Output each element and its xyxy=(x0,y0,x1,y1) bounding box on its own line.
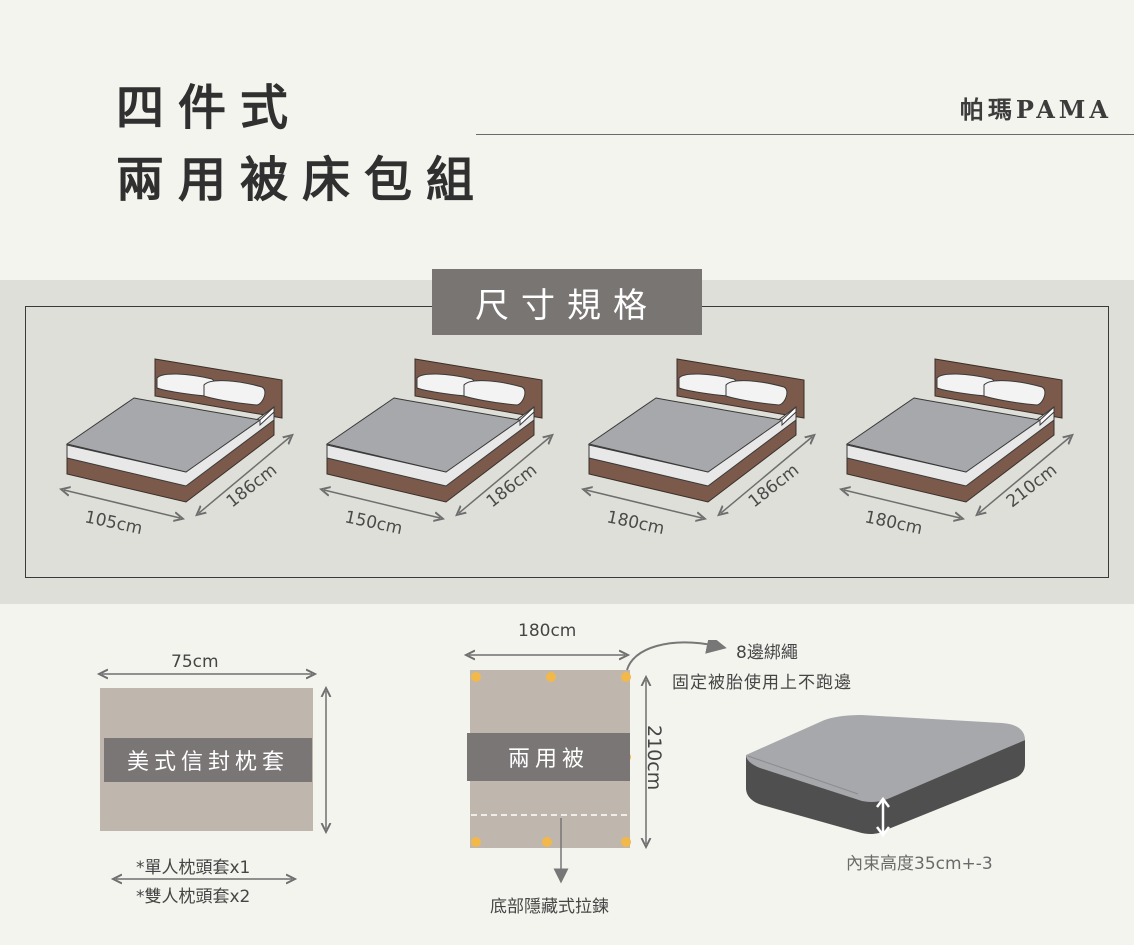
height-arrow-icon xyxy=(876,796,890,838)
tie-description: 固定被胎使用上不跑邊 xyxy=(672,673,852,693)
bed-illustration: 180cm 210cm xyxy=(842,358,1082,539)
pillow xyxy=(725,380,788,406)
section-title: 尺寸規格 xyxy=(432,269,702,335)
bed-illustration: 180cm 186cm xyxy=(584,358,824,539)
bed-illustration: 105cm 186cm xyxy=(62,358,302,539)
mattress-height-note: 內束高度35cm+-3 xyxy=(846,854,993,874)
header-divider xyxy=(476,134,1134,135)
pillow xyxy=(203,380,266,406)
bed-width-label: 180cm xyxy=(605,507,666,539)
brand-name: 帕瑪PAMA xyxy=(959,95,1112,124)
pillowcase-width-label: 75cm xyxy=(171,652,219,672)
bed-illustration: 150cm 186cm xyxy=(322,358,562,539)
pillow xyxy=(463,380,526,406)
duvet-label: 兩用被 xyxy=(467,733,630,781)
bed-width-label: 180cm xyxy=(863,507,924,539)
mattress-illustration xyxy=(746,715,1025,838)
pillowcase-note-double: *雙人枕頭套x2 xyxy=(136,887,251,907)
pillowcase-dimension-arrows xyxy=(90,665,340,845)
duvet-width-label: 180cm xyxy=(518,621,577,641)
tie-title: 8邊綁繩 xyxy=(736,643,798,663)
zipper-label: 底部隱藏式拉鍊 xyxy=(490,897,609,917)
pillowcase-note-arrow xyxy=(110,866,300,896)
bed-width-label: 105cm xyxy=(83,507,144,539)
pillowcase-label: 美式信封枕套 xyxy=(104,738,312,782)
title-line-1: 四件式 xyxy=(116,80,303,136)
pillow xyxy=(983,380,1046,406)
title-line-2: 兩用被床包組 xyxy=(116,152,489,208)
bed-width-label: 150cm xyxy=(343,507,404,539)
pillowcase-note-single: *單人枕頭套x1 xyxy=(136,858,251,878)
duvet-length-label: 210cm xyxy=(643,725,665,791)
duvet-dimension-arrows xyxy=(455,640,727,884)
